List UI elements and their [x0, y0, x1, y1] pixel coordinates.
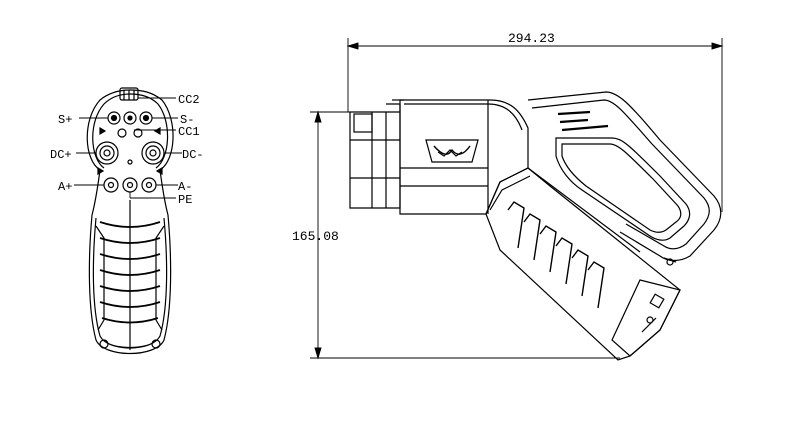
front-grip-ribs — [99, 221, 161, 324]
pin-pe — [122, 177, 138, 193]
side-grip-body — [485, 167, 681, 361]
side-head — [399, 99, 529, 215]
label-cc1: CC1 — [178, 125, 200, 139]
label-s-minus: S- — [180, 113, 194, 127]
side-grip-ribs — [507, 201, 605, 309]
height-dimension: 165.08 — [292, 229, 339, 244]
width-dimension: 294.23 — [508, 31, 555, 46]
dimension-lines — [310, 38, 724, 360]
side-end-cap — [611, 279, 681, 357]
front-head-inner — [92, 93, 169, 169]
pin-a-minus — [141, 177, 157, 193]
pin-cc1 — [123, 111, 137, 125]
label-a-minus: A- — [178, 180, 192, 194]
label-cc2: CC2 — [178, 93, 200, 107]
pin-a-plus — [103, 177, 119, 193]
side-nose — [349, 111, 401, 209]
label-s-plus: S+ — [58, 113, 72, 127]
pin-dc-plus — [95, 141, 119, 165]
front-view — [86, 87, 174, 355]
front-leader-lines — [74, 97, 182, 199]
brand-logo-icon — [425, 139, 479, 163]
front-head-outline — [86, 89, 174, 171]
side-top-handle — [527, 91, 722, 262]
label-pe: PE — [178, 193, 192, 207]
handle-window — [555, 137, 691, 241]
label-dc-plus: DC+ — [50, 148, 72, 162]
label-a-plus: A+ — [58, 180, 72, 194]
front-handle-outline — [88, 214, 172, 355]
label-dc-minus: DC- — [182, 148, 204, 162]
pin-dc-minus — [141, 141, 165, 165]
side-view — [349, 91, 722, 361]
